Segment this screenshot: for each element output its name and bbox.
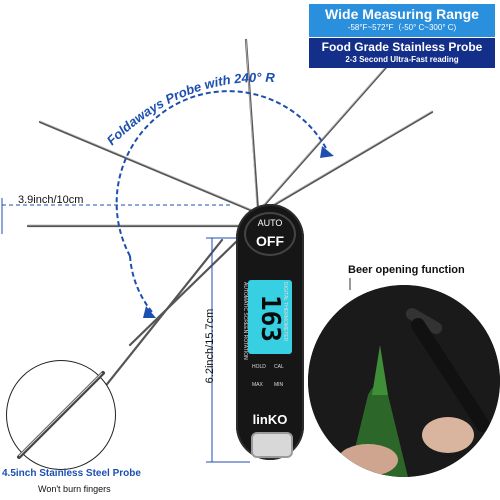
probe-line-3 (258, 44, 407, 212)
probe-label: 4.5inch Stainless Steel Probe (2, 468, 141, 479)
beer-opening-photo (308, 285, 500, 477)
probe-line-4 (260, 110, 434, 214)
bottle-neck (372, 345, 388, 395)
hand-shape (422, 417, 474, 453)
off-text: OFF (256, 233, 284, 249)
stainless-probe-title: Food Grade Stainless Probe (321, 40, 483, 54)
auto-off-label: AUTO OFF (244, 214, 296, 254)
auto-text: AUTO (257, 218, 283, 228)
device-buttons: HOLD CAL MAX MIN (252, 364, 290, 404)
max-button[interactable]: MAX (252, 382, 263, 388)
opener-handle (411, 318, 490, 432)
wide-range-title: Wide Measuring Range (325, 6, 479, 22)
side-text-2: AUTOMATIC SCREEN ROTATION (242, 282, 248, 360)
wide-range-subtitle: -58°F~572°F（-50° C~300° C) (347, 23, 457, 32)
stainless-probe-box: Food Grade Stainless Probe 2-3 Second Ul… (309, 38, 495, 68)
probe-line-6 (128, 238, 240, 347)
probe-tip-circle (6, 360, 116, 470)
hold-button[interactable]: HOLD (252, 364, 266, 370)
probe-line-1 (38, 120, 257, 214)
wide-range-box: Wide Measuring Range -58°F~572°F（-50° C~… (309, 4, 495, 37)
rotation-arc-upper (115, 90, 328, 257)
brand-logo: linKO (252, 412, 288, 427)
beer-photo-art (308, 285, 500, 477)
opener-head (405, 308, 443, 334)
bottle-opener (251, 432, 293, 458)
arrow-head-down-icon (143, 306, 156, 318)
stainless-probe-subtitle: 2-3 Second Ultra-Fast reading (345, 55, 459, 64)
foldaway-label: Foldaways Probe with 240° Rotating (0, 0, 276, 148)
temperature-reading: 163 (255, 294, 285, 342)
probe-highlights (27, 39, 433, 226)
probe-sublabel: Won't burn fingers (38, 484, 111, 494)
lcd-screen (248, 280, 292, 354)
probe-positions (26, 38, 434, 420)
height-label: 6.2inch/15.7cm (204, 308, 216, 384)
side-text-1: DIGITAL THERMOMETER (282, 282, 288, 342)
power-dial[interactable] (244, 212, 296, 256)
cal-button[interactable]: CAL (274, 364, 284, 370)
min-button[interactable]: MIN (274, 382, 284, 388)
width-label: 3.9inch/10cm (18, 194, 84, 206)
probe-tip-art (17, 371, 105, 459)
arrow-head-right-icon (320, 146, 334, 158)
beer-label: Beer opening function (348, 264, 465, 276)
